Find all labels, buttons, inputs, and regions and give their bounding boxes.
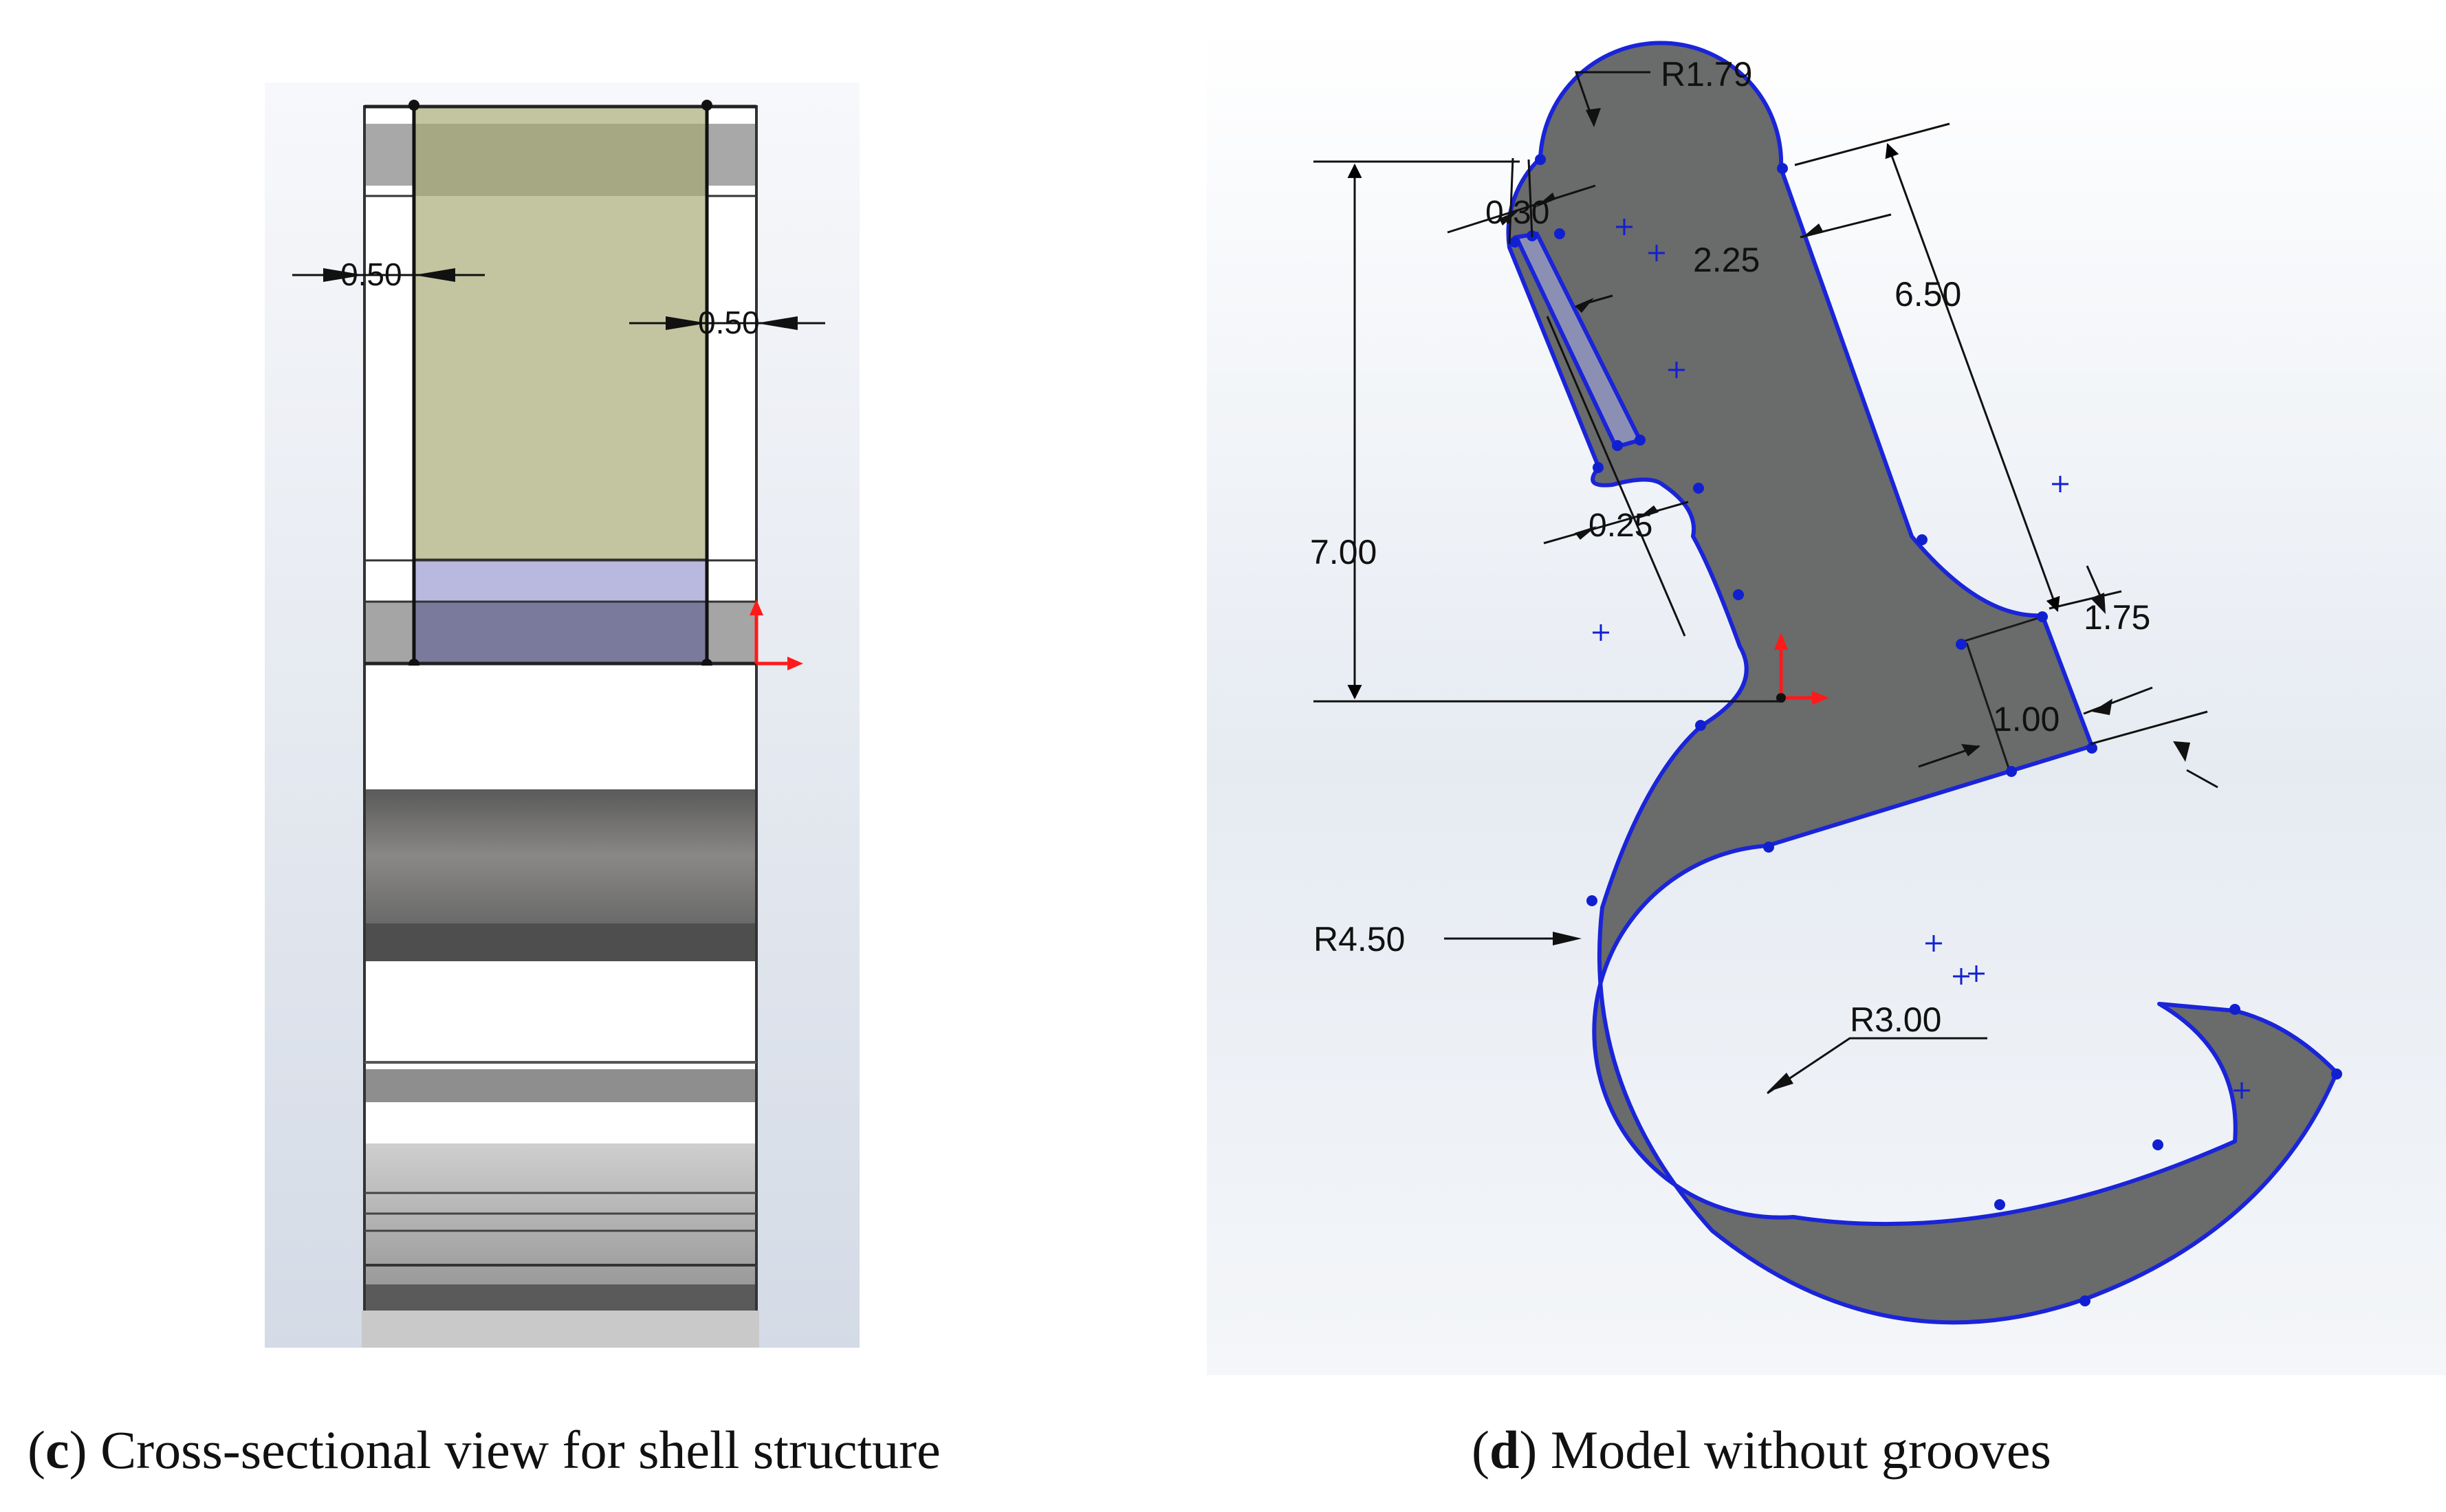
dim-slot-width-label: 0.30 [1485, 195, 1549, 231]
base-band-dark [414, 602, 707, 664]
shank-base-shadow [366, 1284, 755, 1311]
center-markers [1593, 219, 2250, 1099]
dim-slot-gap: 0.25 [1543, 316, 1689, 637]
caption-d-letter: d [1489, 1420, 1520, 1480]
dim-shank-length-label: 6.50 [1894, 275, 1961, 314]
dim-wall-right-label: 0.50 [698, 305, 760, 340]
dim-shank-length: 6.50 [1794, 122, 2122, 612]
caption-c-letter: c [45, 1420, 69, 1480]
dim-r-outer: R4.50 [1313, 920, 1582, 958]
dim-total-height-label: 7.00 [1310, 533, 1377, 571]
shank-white-mid [366, 961, 755, 1061]
shank-stripe-1 [366, 1069, 755, 1102]
top-band-right [707, 124, 755, 186]
tab-line-vertical [1965, 642, 2011, 771]
dim-wall-left: 0.50 [292, 256, 485, 292]
dim-tab-width: 1.00 [1918, 686, 2218, 789]
base-band-left [366, 602, 414, 664]
origin-axes-icon [1774, 633, 1829, 705]
dim-r-outer-label: R4.50 [1313, 920, 1405, 958]
dim-neck-width: 2.25 [1575, 213, 1892, 313]
dim-wall-left-label: 0.50 [340, 256, 402, 292]
top-band-left [366, 124, 414, 186]
shank-white-lower [366, 1102, 755, 1143]
caption-panel-c: (c) Cross-sectional view for shell struc… [28, 1420, 941, 1480]
shank-metal-shadow [366, 923, 755, 961]
panel-c-cross-section: 0.50 0.50 [265, 83, 860, 1348]
caption-panel-d: (d) Model without grooves [1472, 1420, 2051, 1480]
dim-slot-width: 0.30 [1447, 157, 1596, 245]
dim-r-inner: R3.00 [1767, 1000, 1987, 1095]
origin-axes-icon [750, 600, 803, 670]
shank-white-upper [366, 666, 755, 789]
wall-point-tr [701, 100, 712, 111]
dim-r-inner-label: R3.00 [1850, 1000, 1941, 1039]
shank-metal-upper [366, 789, 755, 923]
shank-foot [362, 1311, 759, 1348]
dim-total-height: 7.00 [1310, 160, 1781, 703]
dim-tab-width-label: 1.00 [1993, 700, 2060, 738]
tab-line-top [1958, 615, 2043, 644]
dim-r-top-label: R1.79 [1661, 55, 1752, 94]
shell-top-band [414, 124, 707, 196]
panel-d-hook-model: 7.00 R1.79 0.30 2.25 [1207, 28, 2446, 1375]
wall-point-tl [408, 100, 419, 111]
dim-slot-gap-label: 0.25 [1588, 507, 1652, 544]
dim-tab-height: 1.75 [2084, 565, 2150, 637]
caption-d-text: Model without grooves [1550, 1420, 2051, 1480]
base-band-light [414, 560, 707, 602]
dim-wall-right: 0.50 [629, 305, 825, 340]
base-band-right [707, 602, 755, 664]
dim-r-top: R1.79 [1574, 55, 1752, 127]
sketch-points [1509, 154, 2342, 1306]
dim-tab-height-label: 1.75 [2084, 598, 2150, 637]
dim-neck-width-label: 2.25 [1693, 241, 1760, 279]
caption-c-text: Cross-sectional view for shell structure [100, 1420, 941, 1480]
